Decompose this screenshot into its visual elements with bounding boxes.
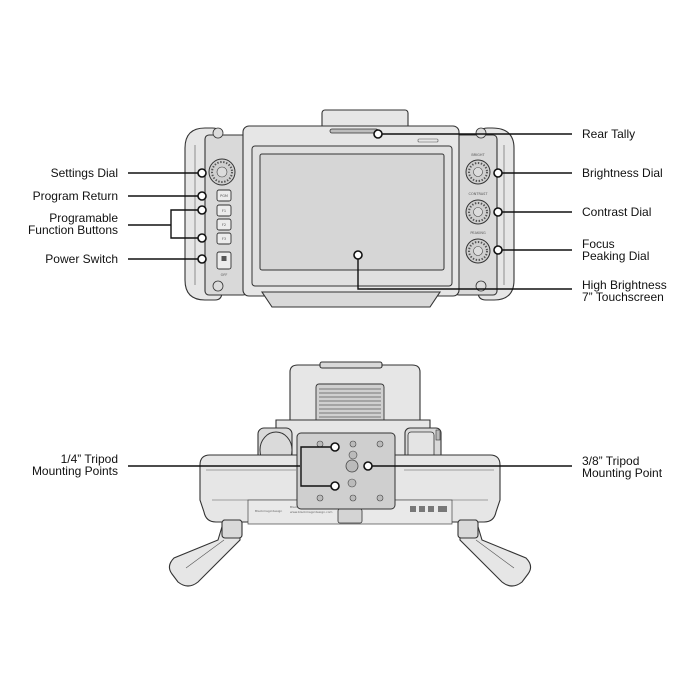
label-settings-dial: Settings Dial bbox=[51, 166, 118, 180]
function-button-f3[interactable]: F3 bbox=[216, 232, 232, 245]
touchscreen bbox=[259, 153, 445, 271]
contrast-label: CONTRAST bbox=[469, 192, 489, 196]
function-button-f2[interactable]: F2 bbox=[216, 218, 232, 231]
f1-label: F1 bbox=[222, 209, 226, 213]
contrast-dial[interactable] bbox=[465, 199, 491, 225]
rear-tally-light bbox=[329, 128, 379, 134]
rear-callout-dots bbox=[330, 442, 373, 491]
tripod-mounting-plate bbox=[296, 432, 396, 510]
monitor-bottom-lip bbox=[260, 291, 442, 308]
label-three-eighths-line1: 3/8” Tripod bbox=[582, 454, 639, 468]
off-label: OFF bbox=[221, 273, 228, 277]
label-power-switch: Power Switch bbox=[45, 252, 118, 266]
regulatory-marks bbox=[410, 506, 447, 512]
label-touchscreen-line1: High Brightness bbox=[582, 278, 667, 292]
rear-view: Blackmagicdesign Blackmagic Studio Camer… bbox=[32, 361, 663, 587]
label-programmable-line2: Function Buttons bbox=[28, 223, 118, 237]
label-programmable-line1: Programable bbox=[49, 211, 118, 225]
label-focus-line2: Peaking Dial bbox=[582, 249, 649, 263]
program-return-button[interactable]: PGM bbox=[216, 189, 232, 202]
label-quarter-tripod-line1: 1/4” Tripod bbox=[61, 452, 118, 466]
function-button-f1[interactable]: F1 bbox=[216, 204, 232, 217]
label-three-eighths-line2: Mounting Point bbox=[582, 466, 663, 480]
bright-label: BRIGHT bbox=[471, 153, 485, 157]
label-quarter-tripod-line2: Mounting Points bbox=[32, 464, 118, 478]
rear-leader-lines bbox=[128, 446, 572, 487]
label-rear-tally: Rear Tally bbox=[582, 127, 635, 141]
front-view: PGM F1 F2 F3 OFF BRIGHT CONTRAST bbox=[28, 109, 667, 308]
label-program-return: Program Return bbox=[33, 189, 118, 203]
f3-label: F3 bbox=[222, 237, 226, 241]
pgm-label: PGM bbox=[220, 194, 228, 198]
label-brightness-dial: Brightness Dial bbox=[582, 166, 663, 180]
plate-text-line2: www.blackmagicdesign.com bbox=[290, 510, 333, 514]
brightness-dial[interactable] bbox=[465, 159, 491, 185]
f2-label: F2 bbox=[222, 223, 226, 227]
front-callout-dots bbox=[197, 129, 503, 264]
mounting-plate-holes bbox=[316, 440, 384, 502]
label-focus-line1: Focus bbox=[582, 237, 615, 251]
settings-dial[interactable] bbox=[208, 158, 236, 186]
focus-peaking-dial[interactable] bbox=[465, 238, 491, 264]
label-contrast-dial: Contrast Dial bbox=[582, 205, 651, 219]
peaking-label: PEAKING bbox=[470, 231, 486, 235]
rear-vent-grille bbox=[315, 383, 385, 429]
label-touchscreen-line2: 7” Touchscreen bbox=[582, 290, 664, 304]
front-leader-lines bbox=[128, 133, 572, 290]
power-switch[interactable]: OFF bbox=[216, 251, 232, 277]
brand-text: Blackmagicdesign bbox=[255, 509, 282, 513]
